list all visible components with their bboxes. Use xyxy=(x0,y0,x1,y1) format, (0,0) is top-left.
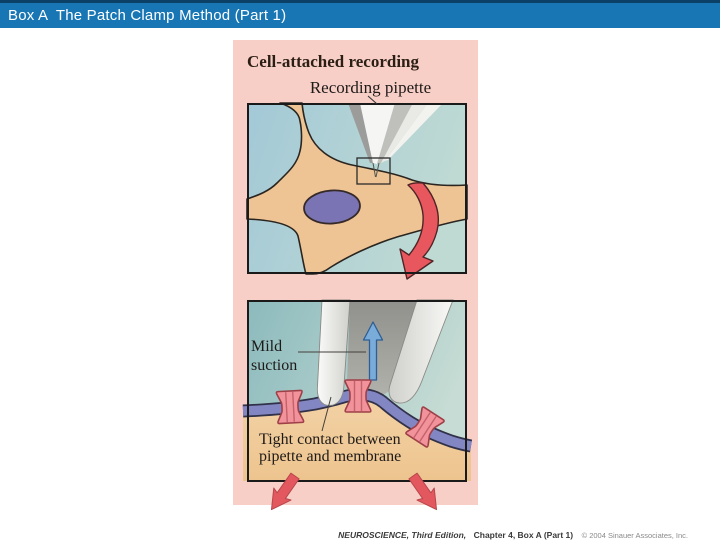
ion-channel-icon xyxy=(405,406,445,448)
bottom-illustration-panel: Mild suction Tight contact between pipet… xyxy=(242,299,473,482)
top-illustration-panel xyxy=(246,102,468,280)
membrane-closeup-drawing xyxy=(242,299,473,482)
plasma-membrane xyxy=(242,388,473,453)
credit-chapter: Chapter 4, Box A (Part 1) xyxy=(473,530,574,540)
figure-panel: Cell-attached recording Recording pipett… xyxy=(233,40,478,505)
red-curved-arrow-icon xyxy=(399,182,440,280)
mild-suction-label: Mild suction xyxy=(251,338,298,374)
pipette-bore xyxy=(347,300,417,397)
slide-title: Box A The Patch Clamp Method (Part 1) xyxy=(8,7,287,24)
title-bar-accent-strip xyxy=(0,0,720,3)
pipette-walls xyxy=(316,299,454,406)
panel-border xyxy=(247,103,467,274)
credit-book-title: NEUROSCIENCE, Third Edition, xyxy=(338,530,467,540)
tight-contact-label: Tight contact between pipette and membra… xyxy=(259,431,402,465)
zoom-highlight-rect xyxy=(356,157,391,185)
nucleus xyxy=(303,189,361,225)
slide-title-bar: Box A The Patch Clamp Method (Part 1) xyxy=(0,0,720,28)
suction-arrow-icon xyxy=(362,321,384,381)
neuron-cell xyxy=(246,102,468,275)
figure-heading: Cell-attached recording xyxy=(247,52,420,71)
panel-border xyxy=(247,300,467,482)
recording-pipette-label: Recording pipette xyxy=(309,78,432,97)
figure-credit: NEUROSCIENCE, Third Edition, Chapter 4, … xyxy=(338,525,688,540)
ion-channel-icon xyxy=(344,379,372,413)
cell-overview-drawing xyxy=(246,102,468,280)
pointer-line-tight-contact xyxy=(321,396,332,432)
credit-copyright: © 2004 Sinauer Associates, Inc. xyxy=(581,531,688,540)
recording-pipette-icon xyxy=(348,103,443,178)
ion-channel-icon xyxy=(275,389,305,425)
